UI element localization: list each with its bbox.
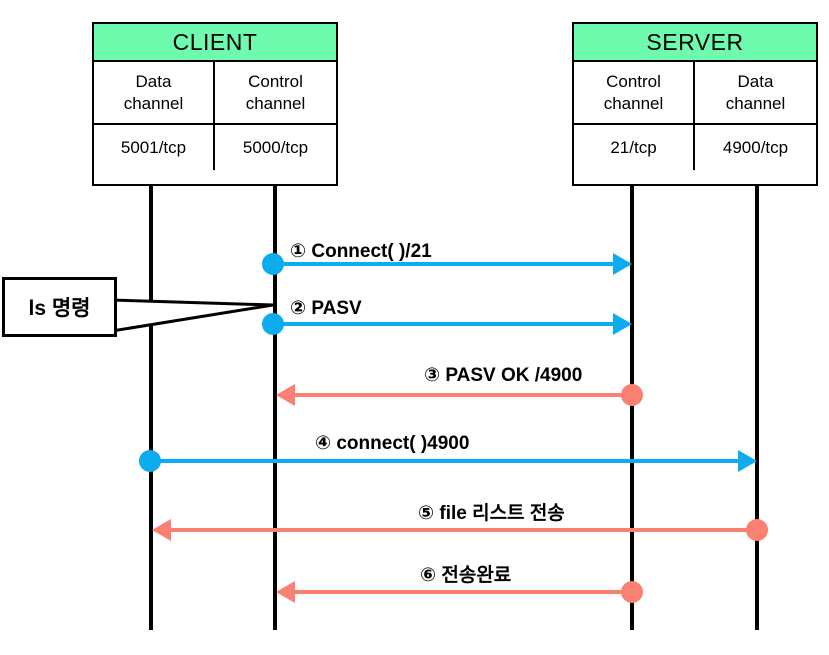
callout-ls-command: ls 명령 [2, 277, 117, 337]
message-line-5 [171, 528, 753, 532]
server-control-port: 21/tcp [574, 125, 695, 170]
message-label-4: ④ connect( )4900 [315, 433, 470, 454]
client-data-port: 5001/tcp [94, 125, 215, 170]
message-arrowhead-5 [152, 519, 171, 541]
client-channel-row: Data channel Control channel [94, 62, 336, 125]
client-data-channel-line2: channel [123, 93, 184, 113]
client-data-channel-label: Data channel [94, 62, 215, 123]
server-data-channel-line2: channel [725, 93, 786, 113]
server-data-port: 4900/tcp [722, 137, 789, 157]
server-control-channel-label: Control channel [574, 62, 695, 123]
message-arrowhead-6 [276, 581, 295, 603]
lifeline-client-control-channel [273, 186, 277, 630]
server-port-row: 21/tcp 4900/tcp [574, 125, 816, 170]
message-origin-dot-3 [621, 384, 643, 406]
lifeline-server-data-channel [755, 186, 759, 630]
message-arrowhead-4 [738, 450, 757, 472]
message-arrowhead-1 [613, 253, 632, 275]
lifeline-server-control-channel [630, 186, 634, 630]
message-line-4 [150, 459, 744, 463]
callout-label: ls 명령 [28, 297, 91, 320]
message-label-2: ② PASV [290, 298, 362, 319]
server-control-channel-line2: channel [603, 93, 664, 113]
client-data-channel-line1: Data [135, 72, 172, 92]
server-channel-row: Control channel Data channel [574, 62, 816, 125]
message-label-5: ⑤ file 리스트 전송 [418, 503, 565, 524]
message-line-6 [295, 590, 628, 594]
client-control-channel-line2: channel [245, 93, 306, 113]
message-origin-dot-6 [621, 581, 643, 603]
server-data-channel-line1: Data [737, 72, 774, 92]
server-node-box: SERVER Control channel Data channel 21/t… [572, 22, 818, 186]
server-control-channel-line1: Control [606, 72, 661, 92]
message-origin-dot-5 [746, 519, 768, 541]
message-line-1 [273, 262, 619, 266]
lifeline-client-data-channel [149, 186, 153, 630]
message-arrowhead-3 [276, 384, 295, 406]
client-node-box: CLIENT Data channel Control channel 5001… [92, 22, 338, 186]
message-label-1: ① Connect( )/21 [290, 241, 432, 262]
message-line-3 [295, 393, 628, 397]
server-data-channel-label: Data channel [695, 62, 816, 123]
message-label-6: ⑥ 전송완료 [420, 565, 512, 586]
client-control-channel-label: Control channel [215, 62, 336, 123]
client-title: CLIENT [94, 24, 336, 62]
message-line-2 [273, 322, 619, 326]
message-arrowhead-2 [613, 313, 632, 335]
client-control-channel-line1: Control [248, 72, 303, 92]
server-title: SERVER [574, 24, 816, 62]
client-control-port: 5000/tcp [242, 137, 309, 157]
client-port-row: 5001/tcp 5000/tcp [94, 125, 336, 170]
message-label-3: ③ PASV OK /4900 [424, 365, 583, 386]
